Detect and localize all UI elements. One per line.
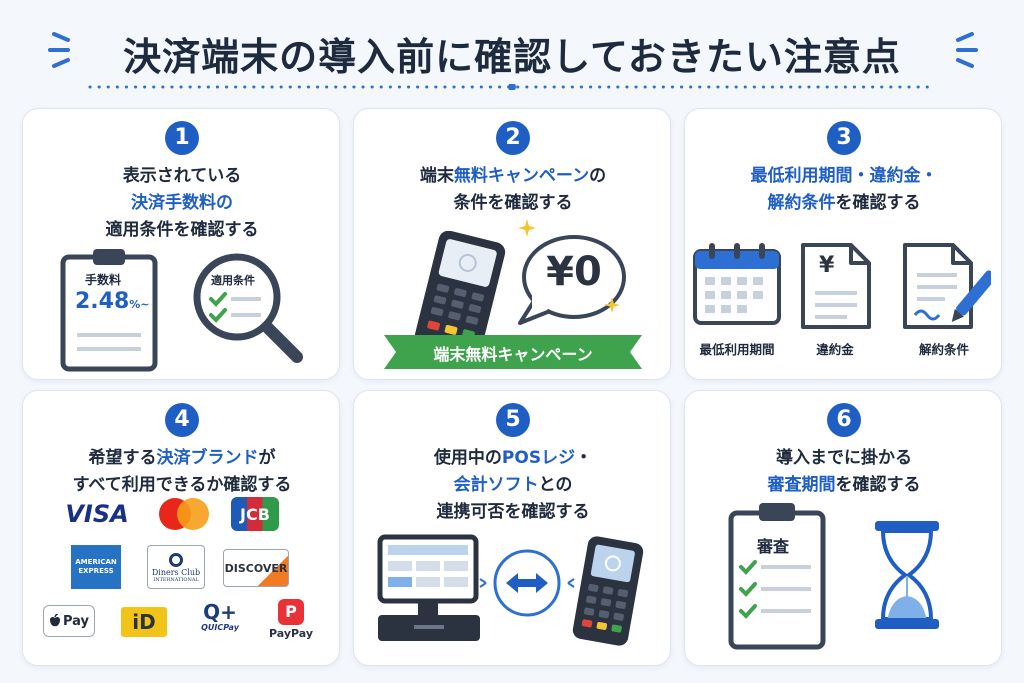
page-title: 決済端末の導入前に確認しておきたい注意点 <box>123 35 901 79</box>
title-dotted-divider <box>88 84 936 90</box>
fee-label: 手数料 <box>85 273 122 287</box>
campaign-ribbon <box>384 335 642 369</box>
card-title: 最低利用期間・違約金・ 解約条件を確認する <box>750 166 938 213</box>
price-zero: ¥0 <box>546 249 602 295</box>
card-free-campaign: 2 端末無料キャンペーンの 条件を確認する ¥0 端末無料キャンペーン <box>353 108 671 380</box>
card-title: 使用中のPOSレジ・ 会計ソフトとの 連携可否を確認する <box>433 448 593 522</box>
checklist-clipboard-icon <box>728 503 826 650</box>
speech-bubble-icon <box>518 235 626 325</box>
paypay-logo: P PayPay <box>263 599 319 640</box>
sparkle-left-icon <box>48 32 70 68</box>
card-title: 端末無料キャンペーンの 条件を確認する <box>419 166 607 213</box>
card-terminal-icon <box>572 536 644 646</box>
mastercard-logo <box>159 498 209 530</box>
step-number: 1 <box>165 121 199 155</box>
icon-label-penalty: 違約金 <box>816 342 854 357</box>
quicpay-logo: Q+ QUICPay <box>201 600 239 632</box>
sparkle-right-icon <box>956 32 978 68</box>
card-contract-terms: 3 最低利用期間・違約金・ 解約条件を確認する 最低利用期間 ¥ 違約金 解約条… <box>684 108 1002 380</box>
jcb-logo: JCB <box>231 497 279 531</box>
card-title: 表示されている 決済手数料の 適用条件を確認する <box>105 166 259 240</box>
pos-register-icon <box>377 534 480 641</box>
visa-logo: VISA <box>65 500 129 528</box>
card-fee-conditions: 1 表示されている 決済手数料の 適用条件を確認する 手数料 2.48%~ 適用… <box>22 108 340 380</box>
step-number: 6 <box>827 403 861 437</box>
card-title: 希望する決済ブランドが すべて利用できるか確認する <box>72 448 292 495</box>
sparkle-icon <box>518 219 536 237</box>
calendar-icon <box>693 243 781 325</box>
step-number: 4 <box>165 403 199 437</box>
step-number: 5 <box>496 403 530 437</box>
yen-document-icon <box>801 243 871 329</box>
fee-rate: 2.48%~ <box>75 289 150 314</box>
ribbon-label: 端末無料キャンペーン <box>433 345 593 364</box>
id-logo: iD <box>121 607 167 637</box>
step-number: 3 <box>827 121 861 155</box>
step-number: 2 <box>496 121 530 155</box>
contract-pen-icon <box>903 243 991 329</box>
yen-symbol: ¥ <box>819 253 835 278</box>
icon-label-min-period: 最低利用期間 <box>699 342 775 357</box>
review-label: 審査 <box>757 537 790 556</box>
card-pos-integration: 5 使用中のPOSレジ・ 会計ソフトとの 連携可否を確認する <box>353 390 671 666</box>
card-review-period: 6 導入までに掛かる 審査期間を確認する 審査 <box>684 390 1002 666</box>
apple-pay-logo: Pay <box>43 605 95 637</box>
sparkle-icon <box>604 297 620 313</box>
magnifier-icon <box>193 253 303 363</box>
sync-arrows-icon <box>479 549 575 617</box>
discover-logo: DISCOVER <box>223 549 289 587</box>
card-title: 導入までに掛かる 審査期間を確認する <box>767 448 921 495</box>
magnifier-label: 適用条件 <box>211 274 255 287</box>
clipboard-icon <box>60 249 158 372</box>
icon-label-cancellation: 解約条件 <box>918 342 969 357</box>
hourglass-icon <box>875 521 939 629</box>
header: 決済端末の導入前に確認しておきたい注意点 <box>0 0 1024 100</box>
card-payment-brands: 4 希望する決済ブランドが すべて利用できるか確認する VISA JCB AME… <box>22 390 340 666</box>
